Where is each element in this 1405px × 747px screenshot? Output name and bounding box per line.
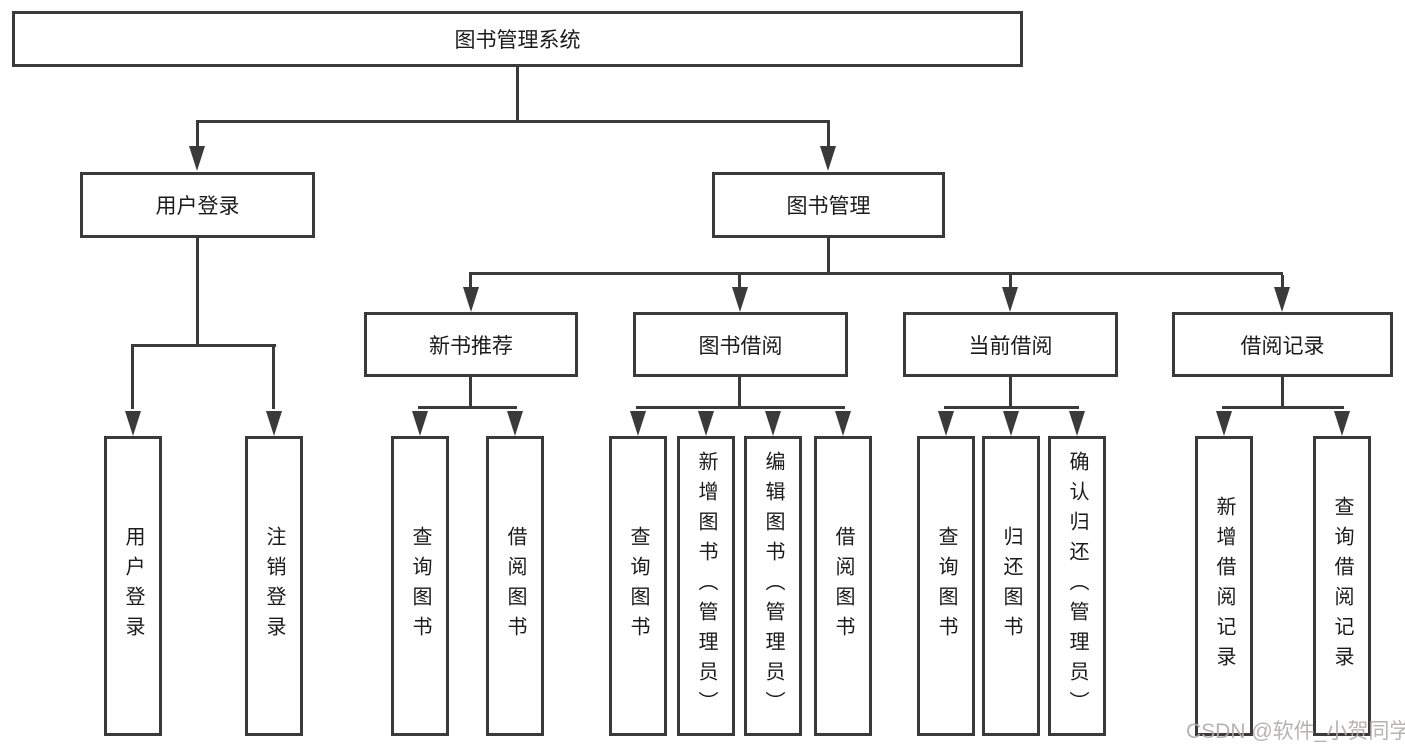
connector-line bbox=[1009, 377, 1012, 406]
node-current-borrowing: 当前借阅 bbox=[903, 312, 1118, 377]
connector-line bbox=[469, 272, 1283, 275]
leaf-current-confirm-return-admin: 确认归还（管理员） bbox=[1048, 436, 1106, 736]
arrow-down-icon bbox=[189, 146, 205, 171]
leaf-current-return-books: 归还图书 bbox=[982, 436, 1040, 736]
connector-line bbox=[738, 377, 741, 406]
connector-line bbox=[418, 406, 517, 409]
arrow-down-icon bbox=[630, 411, 646, 436]
leaf-records-query-record: 查询借阅记录 bbox=[1313, 436, 1371, 736]
leaf-current-query-books: 查询图书 bbox=[917, 436, 975, 736]
arrow-down-icon bbox=[412, 411, 428, 436]
node-book-management: 图书管理 bbox=[712, 172, 945, 238]
arrow-down-icon bbox=[820, 146, 836, 171]
arrow-down-icon bbox=[698, 411, 714, 436]
leaf-records-add-record: 新增借阅记录 bbox=[1195, 436, 1253, 736]
connector-line bbox=[738, 275, 741, 287]
arrow-down-icon bbox=[938, 411, 954, 436]
arrow-down-icon bbox=[1274, 287, 1290, 312]
node-root: 图书管理系统 bbox=[12, 11, 1023, 67]
connector-line bbox=[196, 120, 830, 123]
leaf-recommend-borrow-books: 借阅图书 bbox=[486, 436, 544, 736]
arrow-down-icon bbox=[835, 411, 851, 436]
arrow-down-icon bbox=[1069, 411, 1085, 436]
connector-line bbox=[196, 238, 199, 344]
arrow-down-icon bbox=[463, 287, 479, 312]
arrow-down-icon bbox=[1003, 411, 1019, 436]
leaf-logout: 注销登录 bbox=[245, 436, 303, 736]
connector-line bbox=[272, 347, 275, 409]
arrow-down-icon bbox=[125, 411, 141, 436]
connector-line bbox=[1281, 377, 1284, 406]
node-new-book-recommend: 新书推荐 bbox=[364, 312, 578, 377]
connector-line bbox=[1281, 275, 1284, 287]
arrow-down-icon bbox=[266, 411, 282, 436]
connector-line bbox=[1222, 406, 1344, 409]
connector-line bbox=[827, 123, 830, 147]
connector-line bbox=[196, 123, 199, 147]
node-book-borrowing: 图书借阅 bbox=[633, 312, 848, 377]
leaf-recommend-query-books: 查询图书 bbox=[391, 436, 449, 736]
leaf-borrowing-edit-books-admin: 编辑图书（管理员） bbox=[744, 436, 802, 736]
arrow-down-icon bbox=[507, 411, 523, 436]
arrow-down-icon bbox=[765, 411, 781, 436]
arrow-down-icon bbox=[1334, 411, 1350, 436]
leaf-borrowing-add-books-admin: 新增图书（管理员） bbox=[677, 436, 735, 736]
connector-line bbox=[469, 275, 472, 287]
connector-line bbox=[944, 406, 1079, 409]
connector-line bbox=[516, 67, 519, 120]
csdn-watermark: CSDN @软件_小贺同学 bbox=[1186, 720, 1405, 743]
node-borrowing-records: 借阅记录 bbox=[1172, 312, 1393, 377]
connector-line bbox=[131, 344, 276, 347]
connector-line bbox=[636, 406, 845, 409]
connector-line bbox=[469, 377, 472, 406]
leaf-borrowing-query-books: 查询图书 bbox=[609, 436, 667, 736]
leaf-borrowing-borrow-books: 借阅图书 bbox=[814, 436, 872, 736]
connector-line bbox=[1009, 275, 1012, 287]
leaf-user-login: 用户登录 bbox=[104, 436, 162, 736]
arrow-down-icon bbox=[1002, 287, 1018, 312]
connector-line bbox=[827, 238, 830, 272]
node-user-login: 用户登录 bbox=[80, 172, 315, 238]
arrow-down-icon bbox=[732, 287, 748, 312]
connector-line bbox=[131, 347, 134, 409]
arrow-down-icon bbox=[1216, 411, 1232, 436]
